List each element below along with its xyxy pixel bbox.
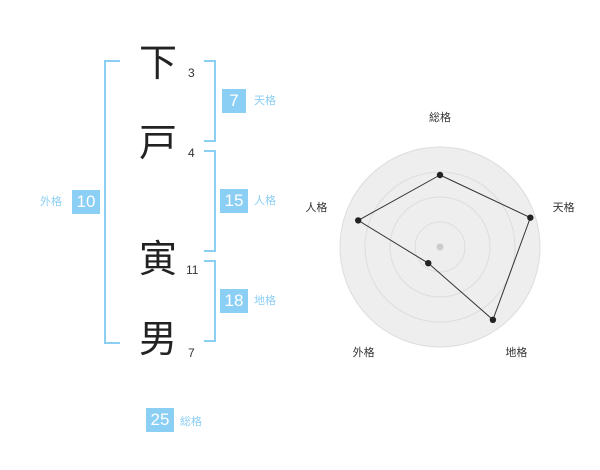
name-char-1: 下	[138, 41, 177, 85]
name-char-2: 戸	[138, 121, 177, 165]
jinkaku-label: 人格	[254, 194, 276, 207]
name-char-3: 寅	[138, 237, 177, 281]
jinkaku-value: 15	[220, 189, 248, 213]
chikaku-label: 地格	[254, 294, 276, 307]
radar-point-5	[355, 217, 362, 224]
radar-polygon	[357, 174, 531, 321]
radar-axis-label: 外格	[353, 345, 375, 359]
gaikaku-label: 外格	[40, 195, 62, 208]
radar-ring	[414, 221, 466, 273]
stroke-count-1: 3	[188, 66, 195, 80]
tenkaku-bracket	[204, 60, 216, 142]
chikaku-value: 18	[220, 289, 248, 313]
name-char-4: 男	[138, 317, 177, 361]
radar-point-4	[425, 259, 432, 267]
tenkaku-label: 天格	[254, 94, 276, 107]
soukaku-value: 25	[146, 408, 174, 432]
chikaku-bracket	[204, 260, 216, 342]
radar-point-2	[527, 214, 534, 221]
radar-axis-label: 天格	[553, 200, 575, 214]
gaikaku-value: 10	[72, 190, 100, 214]
stroke-count-2: 4	[188, 146, 195, 160]
tenkaku-value: 7	[222, 89, 246, 113]
radar-point-1	[436, 171, 444, 179]
radar-axis-label: 人格	[305, 200, 327, 214]
stroke-count-4: 7	[188, 346, 195, 360]
radar-axis-label: 地格	[505, 345, 527, 359]
soukaku-label: 総格	[180, 415, 202, 428]
jinkaku-bracket	[204, 150, 216, 252]
radar-axis-label: 総格	[429, 110, 451, 124]
radar-center-dot	[436, 243, 444, 251]
gaikaku-bracket	[104, 60, 120, 344]
stroke-count-3: 11	[186, 263, 199, 277]
radar-ring	[389, 196, 491, 298]
radar-point-3	[489, 316, 497, 324]
